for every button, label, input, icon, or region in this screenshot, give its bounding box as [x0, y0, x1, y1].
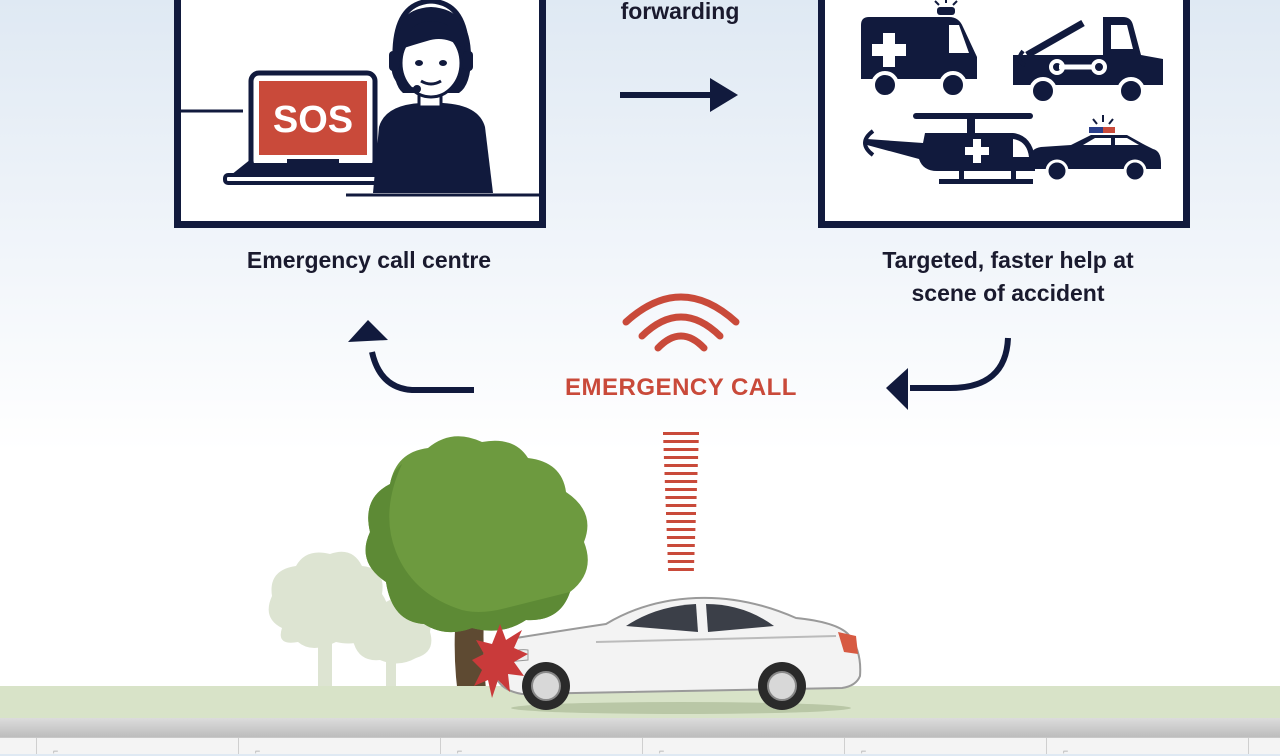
- police-car-icon: [1030, 115, 1161, 183]
- help-label-line1: Targeted, faster help at: [882, 247, 1134, 273]
- signal-stripe: [665, 488, 697, 491]
- curved-arrow-down-left-icon: [886, 337, 1011, 410]
- rescue-services-panel: [818, 0, 1190, 228]
- signal-stripe: [664, 464, 698, 467]
- ambulance-icon: [861, 0, 977, 99]
- signal-stripe: [663, 432, 699, 435]
- signal-stripe: [663, 448, 699, 451]
- signal-stripe: [666, 528, 696, 531]
- bottom-strip: ⌐ ⌐ ⌐ ⌐ ⌐ ⌐: [0, 737, 1280, 756]
- signal-stripe: [663, 440, 699, 443]
- arrow-right-icon: [620, 78, 738, 112]
- signal-stripe: [666, 512, 696, 515]
- tow-truck-icon: [1013, 17, 1163, 105]
- signal-beam: [663, 432, 699, 571]
- forwarding-label: forwarding: [620, 0, 740, 24]
- curved-arrow-up-left-icon: [348, 320, 474, 393]
- sos-text: SOS: [273, 99, 353, 141]
- call-centre-label: Emergency call centre: [246, 247, 492, 273]
- road-strip: [0, 718, 1280, 737]
- headset-operator-icon: [373, 0, 493, 193]
- impact-burst-icon: [472, 624, 528, 698]
- laptop-icon: [223, 70, 403, 185]
- signal-stripe: [666, 536, 696, 539]
- signal-stripe: [665, 504, 697, 507]
- emergency-call-label: EMERGENCY CALL: [565, 374, 797, 401]
- signal-stripe: [663, 456, 699, 459]
- signal-stripe: [666, 520, 696, 523]
- signal-stripe: [664, 480, 698, 483]
- call-centre-panel: SOS: [174, 0, 546, 228]
- rescue-vehicles-illustration: [861, 0, 1163, 184]
- signal-stripe: [667, 544, 695, 547]
- help-label-line2: scene of accident: [911, 280, 1105, 306]
- call-centre-illustration: SOS: [181, 0, 539, 197]
- rescue-helicopter-icon: [863, 113, 1035, 184]
- signal-stripe: [667, 560, 695, 563]
- signal-stripe: [667, 552, 695, 555]
- signal-stripe: [664, 472, 698, 475]
- wifi-signal-icon: [622, 293, 740, 352]
- signal-stripe: [665, 496, 697, 499]
- tree-icon: [365, 436, 588, 708]
- signal-stripe: [668, 568, 694, 571]
- crashed-car-icon: [494, 596, 862, 714]
